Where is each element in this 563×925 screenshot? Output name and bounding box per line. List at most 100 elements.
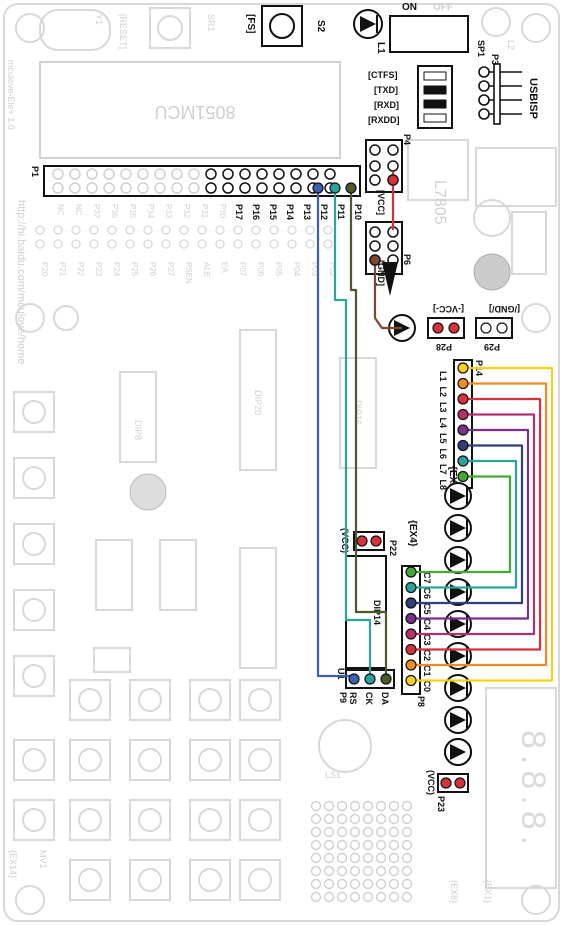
matrix-dot xyxy=(349,878,361,890)
port-p2-pin xyxy=(143,239,153,249)
port-p3-label: P32 xyxy=(182,204,191,219)
buzzer xyxy=(318,719,372,773)
port-p2-label: P21 xyxy=(58,262,67,277)
p1-pin-label: P16 xyxy=(251,204,261,220)
port-p2-pin xyxy=(269,239,279,249)
l1-led xyxy=(353,9,383,39)
p1-pin-bottom xyxy=(171,182,183,194)
rev-label: mculove-Ele+ 1.0 xyxy=(6,60,16,130)
port-p2-pin xyxy=(35,225,45,235)
s2-switch xyxy=(261,5,303,47)
p1-wired-pin xyxy=(329,182,341,194)
p1-pin-top xyxy=(222,168,234,180)
p4-pin xyxy=(369,174,381,186)
wire-led-7 xyxy=(411,475,512,574)
power-jack xyxy=(511,211,547,275)
matrix-dot xyxy=(349,826,361,838)
matrix-dot xyxy=(401,891,413,903)
key-knob xyxy=(198,688,222,712)
key-switch xyxy=(13,799,55,841)
p28-label: P28 xyxy=(436,342,452,352)
port-p2-label: P23 xyxy=(94,262,103,277)
p1-pin-label: P15 xyxy=(268,204,278,220)
board-outline xyxy=(3,3,560,922)
matrix-dot xyxy=(388,826,400,838)
ex1-label: {EX1} xyxy=(483,880,493,903)
p22-pin xyxy=(370,535,382,547)
key-knob xyxy=(248,688,272,712)
port-p2-pin xyxy=(197,225,207,235)
matrix-dot xyxy=(362,878,374,890)
port-p2-pin xyxy=(215,239,225,249)
matrix-dot xyxy=(362,852,374,864)
c-pin-label: C0 xyxy=(422,681,432,693)
matrix-dot xyxy=(362,813,374,825)
matrix-dot xyxy=(401,826,413,838)
key-switch xyxy=(239,739,281,781)
p1-pin-bottom xyxy=(52,182,64,194)
ex14-label: {EX14} xyxy=(8,850,18,878)
matrix-dot xyxy=(336,800,348,812)
port-p2-pin xyxy=(305,239,315,249)
key-switch xyxy=(13,589,55,631)
p14-pin xyxy=(457,470,469,483)
matrix-dot xyxy=(401,865,413,877)
p1-pin-bottom xyxy=(205,182,217,194)
port-p2-pin xyxy=(161,225,171,235)
p1-pin-bottom xyxy=(137,182,149,194)
key-switch xyxy=(239,679,281,721)
matrix-dot xyxy=(375,839,387,851)
p8-pin xyxy=(405,612,417,625)
key-knob xyxy=(22,466,46,490)
power-diode xyxy=(382,262,398,296)
p1-pin-label: P14 xyxy=(285,204,295,220)
key-switch xyxy=(13,655,55,697)
rs-label: RS xyxy=(348,692,358,705)
p14-pin xyxy=(457,455,469,467)
matrix-dot xyxy=(349,891,361,903)
p1-pin-top xyxy=(52,168,64,180)
matrix-dot xyxy=(362,891,374,903)
matrix-dot xyxy=(349,852,361,864)
reg-u6 xyxy=(53,305,79,331)
matrix-dot xyxy=(310,826,322,838)
port-p2-label: P26 xyxy=(148,262,157,277)
port-p2-pin xyxy=(125,225,135,235)
port-p2-label: P27 xyxy=(166,262,175,277)
p3-label: P3 xyxy=(490,54,500,65)
led-diode xyxy=(450,552,466,568)
led-pin-label: L5 xyxy=(438,433,448,444)
led-diode xyxy=(450,680,466,696)
key-matrix xyxy=(13,391,281,901)
wire-rs xyxy=(316,190,354,678)
matrix-dot xyxy=(336,878,348,890)
usbisp-pin xyxy=(478,108,490,120)
port-p2-pin xyxy=(71,239,81,249)
matrix-dot xyxy=(336,852,348,864)
led-pin-label: L2 xyxy=(438,387,448,398)
dip-slot xyxy=(423,113,447,123)
mount-hole xyxy=(15,13,45,43)
key-switch xyxy=(13,739,55,781)
c-pin-label: C1 xyxy=(422,665,432,677)
p1-pin-label: P10 xyxy=(353,204,363,220)
key-switch xyxy=(13,457,55,499)
p1-pin-bottom xyxy=(188,182,200,194)
port-p2-label: P02 xyxy=(328,262,337,277)
usbisp-header xyxy=(478,63,522,125)
matrix-dot xyxy=(388,813,400,825)
matrix-dot xyxy=(388,839,400,851)
port-p3-label: P35 xyxy=(128,204,137,219)
p8-pin xyxy=(405,643,417,656)
p4-pin xyxy=(387,160,399,172)
port-p2-pin xyxy=(143,225,153,235)
port-p2-pin xyxy=(197,239,207,249)
matrix-dot xyxy=(388,865,400,877)
usb-socket xyxy=(475,147,557,207)
p1-pin-top xyxy=(69,168,81,180)
port-p2-pin xyxy=(323,239,333,249)
port-p2-pin xyxy=(107,225,117,235)
p23-label: P23 xyxy=(436,796,446,812)
